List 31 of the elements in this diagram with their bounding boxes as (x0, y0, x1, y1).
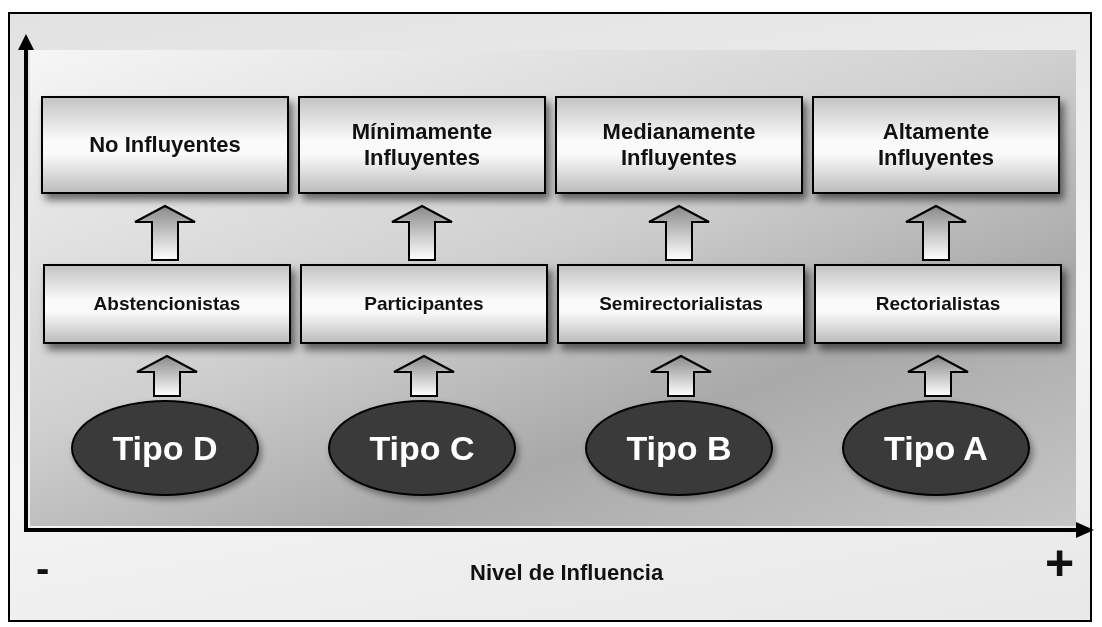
block-arrow (650, 354, 712, 397)
block-arrow (905, 204, 967, 261)
category-label: Abstencionistas (92, 293, 242, 315)
category-label: Mínimamente Influyentes (350, 119, 494, 171)
block-arrow (136, 354, 198, 397)
category-box (812, 96, 1060, 194)
category-box (557, 264, 805, 344)
type-label: Tipo A (883, 428, 989, 468)
category-box (300, 264, 548, 344)
plus-sign: + (1045, 538, 1075, 588)
block-arrow (391, 204, 453, 261)
type-label: Tipo D (111, 428, 219, 468)
category-label: Altamente Influyentes (876, 119, 996, 171)
block-arrow (393, 354, 455, 397)
category-label: Medianamente Influyentes (601, 119, 757, 171)
category-label: No Influyentes (88, 132, 242, 158)
category-box (555, 96, 803, 194)
block-arrow (134, 204, 196, 261)
category-label: Semirectorialistas (598, 293, 764, 315)
category-box (43, 264, 291, 344)
category-box (41, 96, 289, 194)
type-label: Tipo C (368, 428, 476, 468)
block-arrow (648, 204, 710, 261)
category-box (298, 96, 546, 194)
type-label: Tipo B (625, 428, 733, 468)
category-label: Participantes (363, 293, 485, 315)
category-label: Rectorialistas (874, 293, 1002, 315)
block-arrow (907, 354, 969, 397)
category-box (814, 264, 1062, 344)
minus-sign: - (36, 548, 50, 588)
axis-title: Nivel de Influencia (470, 562, 664, 584)
